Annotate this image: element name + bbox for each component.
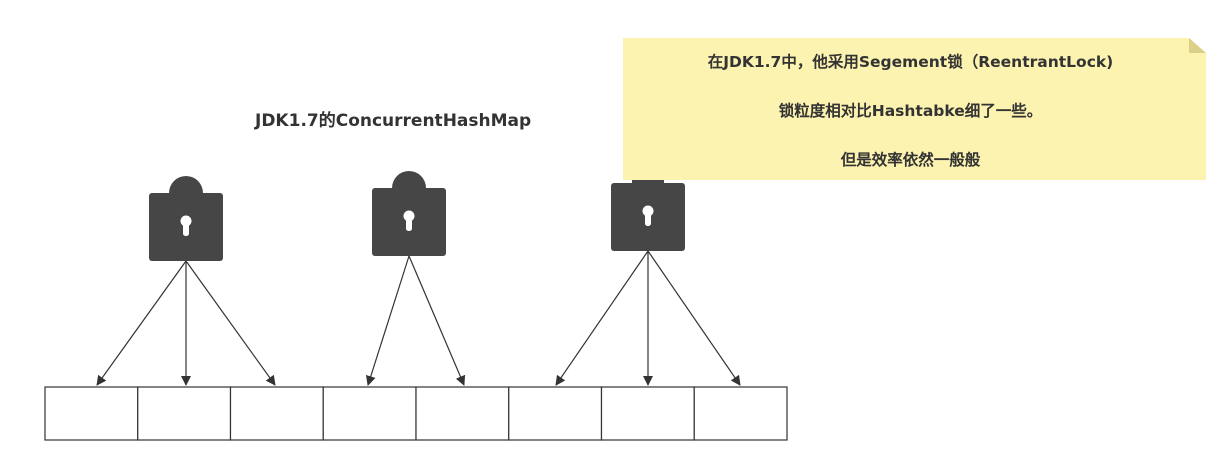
- bucket-8: [693, 386, 788, 441]
- segment-lock-3: [611, 180, 685, 251]
- note-line-2: 锁粒度相对比Hashtabke细了一些。: [778, 102, 1043, 120]
- arrow-lock-2-2: [408, 255, 466, 386]
- bucket-4: [322, 386, 417, 441]
- bucket-7: [600, 386, 695, 441]
- bucket-2: [137, 386, 232, 441]
- locks: [149, 171, 685, 261]
- note-line-1: 在JDK1.7中，他采用Segement锁（ReentrantLock): [707, 53, 1114, 71]
- arrow-lock-3-3: [647, 250, 741, 386]
- bucket-6: [508, 386, 603, 441]
- arrow-lock-1-3: [185, 260, 276, 386]
- arrow-lock-1-1: [96, 260, 187, 386]
- arrows: [96, 250, 741, 386]
- sticky-note: 在JDK1.7中，他采用Segement锁（ReentrantLock) 锁粒度…: [623, 38, 1206, 180]
- bucket-array: [44, 386, 788, 441]
- bucket-5: [415, 386, 510, 441]
- diagram-title: JDK1.7的ConcurrentHashMap: [255, 111, 532, 131]
- sticky-note-background: [623, 38, 1206, 180]
- bucket-1: [44, 386, 139, 441]
- padlock-icon: [372, 171, 446, 256]
- arrow-lock-2-1: [365, 255, 410, 386]
- padlock-icon: [149, 176, 223, 261]
- segment-lock-1: [149, 176, 223, 261]
- padlock-icon: [611, 180, 685, 251]
- note-line-3: 但是效率依然一般般: [840, 151, 981, 169]
- arrow-lock-3-1: [555, 250, 649, 386]
- segment-lock-2: [372, 171, 446, 256]
- bucket-3: [229, 386, 324, 441]
